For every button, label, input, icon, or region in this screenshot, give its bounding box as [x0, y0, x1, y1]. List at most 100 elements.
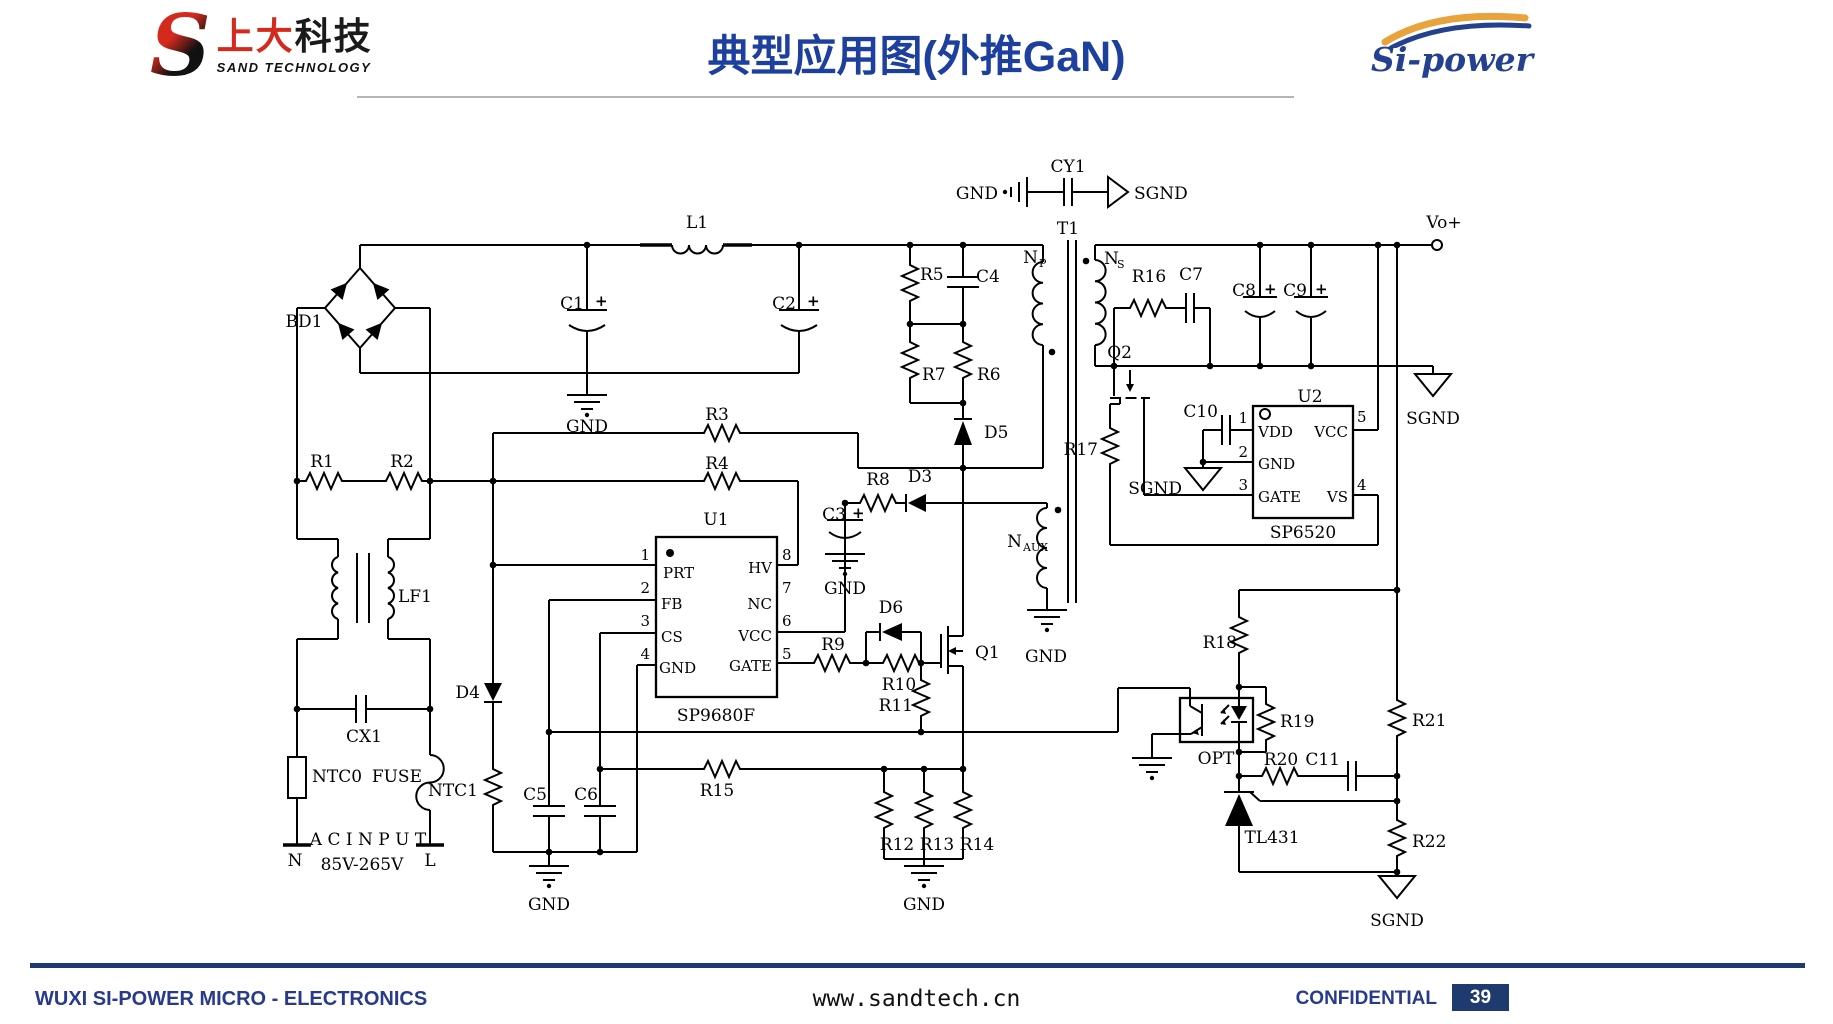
label-c1-plus: + — [595, 292, 608, 310]
label-r7: R7 — [922, 365, 946, 385]
label-l1: L1 — [686, 213, 708, 233]
u2-pin-gnd: GND — [1258, 455, 1295, 473]
label-r2: R2 — [390, 452, 414, 472]
label-ns: N — [1104, 249, 1119, 269]
label-r19: R19 — [1280, 712, 1314, 732]
label-vo: Vo+ — [1425, 213, 1461, 233]
label-c11: C11 — [1305, 750, 1340, 770]
label-ac-range: 85V-265V — [321, 855, 405, 875]
label-fuse: FUSE — [372, 767, 422, 787]
label-cy1: CY1 — [1050, 157, 1085, 177]
label-np-sub: P — [1039, 257, 1047, 270]
logo-cn-black: 科技 — [294, 16, 373, 57]
label-r4: R4 — [705, 454, 729, 474]
label-r8: R8 — [866, 470, 890, 490]
label-d3: D3 — [908, 467, 932, 487]
label-r9: R9 — [821, 635, 845, 655]
label-u2-part: SP6520 — [1270, 523, 1336, 543]
label-cx1: CX1 — [346, 727, 382, 747]
logo-s-icon: S — [150, 0, 211, 95]
u1-pin8-num: 8 — [782, 546, 792, 564]
label-naux: N — [1007, 532, 1022, 552]
u1-pin-prt: PRT — [663, 564, 694, 582]
u1-pin6-num: 6 — [782, 612, 792, 630]
label-c9-plus: + — [1315, 280, 1328, 298]
label-r15: R15 — [700, 781, 734, 801]
page-title: 典型应用图(外推GaN) — [707, 33, 1126, 81]
label-c10: C10 — [1183, 402, 1218, 422]
ic-u1-sp9680f — [654, 535, 779, 699]
logo-cn-red: 上大 — [216, 16, 295, 57]
u2-pin-vs: VS — [1326, 488, 1348, 506]
u2-pin2-num: 2 — [1238, 443, 1248, 461]
label-gnd-cy1: GND — [956, 184, 998, 204]
label-sgnd-div: SGND — [1370, 911, 1424, 931]
u2-pin-gate: GATE — [1258, 488, 1301, 506]
label-bd1: BD1 — [286, 312, 323, 332]
label-r20: R20 — [1264, 750, 1298, 770]
label-c2-plus: + — [807, 292, 820, 310]
u1-pin5-num: 5 — [782, 645, 792, 663]
si-power-logo: Si-power — [1371, 40, 1533, 79]
label-opt: OPT — [1198, 749, 1235, 769]
label-c7: C7 — [1179, 265, 1203, 285]
schematic-labels: BD1 R1 R2 LF1 CX1 NTC0 FUSE A C I N P U … — [286, 157, 1462, 931]
u1-pin-gnd: GND — [659, 659, 696, 677]
label-c4: C4 — [976, 267, 1000, 287]
u2-pin3-num: 3 — [1238, 476, 1248, 494]
optocoupler-box — [1178, 696, 1255, 744]
label-t1: T1 — [1057, 219, 1079, 239]
label-r21: R21 — [1412, 711, 1446, 731]
u1-pin-cs: CS — [661, 628, 683, 646]
ic-u2-sp6520 — [1251, 404, 1355, 520]
bridge-rectifier-bd1 — [325, 270, 395, 346]
label-c6: C6 — [574, 785, 598, 805]
label-naux-sub: AUX — [1022, 541, 1048, 554]
label-r5: R5 — [920, 265, 944, 285]
u2-pin-vdd: VDD — [1257, 423, 1293, 441]
label-np: N — [1023, 248, 1038, 268]
label-c5: C5 — [523, 785, 547, 805]
label-c3: C3 — [822, 505, 846, 525]
label-n-terminal: N — [288, 851, 303, 871]
u1-pin1-dot — [666, 549, 674, 557]
label-r17: R17 — [1064, 440, 1098, 460]
junction-dots — [293, 241, 1401, 876]
u1-pin7-num: 7 — [782, 579, 792, 597]
label-q2: Q2 — [1107, 343, 1132, 363]
title-divider — [357, 96, 1294, 98]
label-u1-part: SP9680F — [677, 706, 755, 726]
label-r16: R16 — [1132, 267, 1166, 287]
u2-pin4-num: 4 — [1357, 476, 1367, 494]
label-sgnd-u2: SGND — [1128, 479, 1182, 499]
logo-english-name: SAND TECHNOLOGY — [216, 60, 372, 75]
label-ns-sub: S — [1117, 258, 1125, 271]
label-r12: R12 — [880, 835, 914, 855]
u1-pin1-num: 1 — [640, 546, 650, 564]
label-r1: R1 — [310, 452, 334, 472]
u2-pin-vcc: VCC — [1313, 423, 1348, 441]
label-u2: U2 — [1297, 387, 1322, 407]
schematic-wiring — [283, 175, 1454, 900]
label-r22: R22 — [1412, 832, 1446, 852]
u2-pin5-num: 5 — [1357, 408, 1367, 426]
page-number-badge: 39 — [1452, 984, 1509, 1011]
label-r6: R6 — [977, 365, 1001, 385]
u1-pin-hv: HV — [748, 559, 773, 577]
label-c2: C2 — [772, 294, 796, 314]
si-power-swoosh-icon — [1381, 12, 1532, 48]
footer-confidential: CONFIDENTIAL — [1295, 988, 1437, 1009]
label-l-terminal: L — [424, 851, 435, 871]
logo-chinese-name: 上大科技 — [217, 18, 373, 56]
u2-pin1-num: 1 — [1238, 409, 1248, 427]
label-c8: C8 — [1232, 281, 1256, 301]
label-ntc1: NTC1 — [428, 781, 478, 801]
label-d6: D6 — [879, 598, 903, 618]
label-r14: R14 — [960, 835, 994, 855]
u1-pin-nc: NC — [747, 595, 772, 613]
label-sgnd-bus: SGND — [1406, 409, 1460, 429]
label-r10: R10 — [882, 675, 916, 695]
footer-company: WUXI SI-POWER MICRO - ELECTRONICS — [35, 988, 428, 1010]
